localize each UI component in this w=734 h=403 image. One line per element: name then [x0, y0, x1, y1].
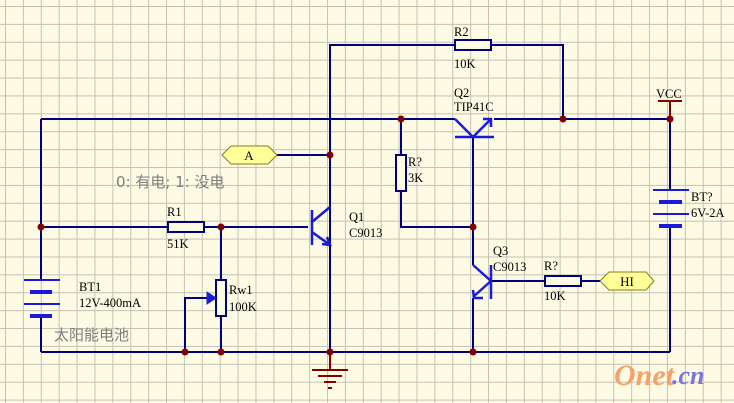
bt1-designator: BT1 [79, 280, 101, 294]
r3-value: 3K [408, 171, 423, 185]
watermark-cn: .cn [672, 361, 705, 390]
wire-r2-right [491, 44, 564, 119]
wire-r3-bottom [400, 191, 473, 228]
r4-value: 10K [544, 289, 566, 303]
junction-dot [37, 223, 45, 231]
junction-dot [326, 348, 334, 356]
port-hi[interactable]: HI [599, 271, 655, 291]
ground-icon [312, 352, 348, 389]
resistor-r4[interactable] [544, 275, 582, 287]
port-hi-label: HI [620, 274, 634, 289]
junction-dot [217, 348, 225, 356]
r4-designator: R? [544, 259, 558, 273]
bt2-designator: BT? [691, 190, 713, 204]
bt2-value: 6V-2A [691, 206, 725, 220]
q3-designator: Q3 [493, 244, 508, 258]
vcc-label: VCC [656, 87, 682, 101]
watermark-onet: Onet [614, 359, 676, 392]
battery-bt2[interactable] [653, 189, 689, 228]
potentiometer-rw1[interactable] [215, 279, 227, 317]
junction-dot [217, 223, 225, 231]
transistor-q2[interactable] [454, 117, 494, 139]
bt1-value: 12V-400mA [79, 296, 141, 310]
junction-dot [181, 348, 189, 356]
junction-dot [666, 115, 674, 123]
junction-dot [326, 151, 334, 159]
battery-bt1[interactable] [24, 279, 60, 318]
transistor-q1[interactable] [310, 206, 332, 247]
port-a-label: A [244, 148, 254, 163]
bt1-note: 太阳能电池 [54, 326, 129, 344]
q1-value: C9013 [349, 226, 382, 240]
r2-value: 10K [454, 57, 476, 71]
resistor-r2[interactable] [454, 39, 492, 51]
q3-value: C9013 [493, 260, 526, 274]
junction-dot [469, 223, 477, 231]
status-annotation: 0: 有电; 1: 没电 [116, 173, 225, 191]
q1-designator: Q1 [349, 210, 364, 224]
rw1-wiper-arrow-icon [206, 291, 217, 305]
wire-r2-left [329, 44, 455, 352]
r1-designator: R1 [167, 205, 182, 219]
port-a[interactable]: A [221, 145, 278, 165]
resistor-r3[interactable] [395, 154, 407, 192]
rw1-designator: Rw1 [229, 283, 253, 297]
junctions [37, 115, 674, 356]
junction-dot [559, 115, 567, 123]
transistor-q3[interactable] [471, 264, 493, 300]
rw1-value: 100K [229, 300, 257, 314]
r2-designator: R2 [454, 25, 469, 39]
r3-designator: R? [408, 155, 422, 169]
junction-dot [397, 115, 405, 123]
wire-rw1-wiper [184, 297, 207, 352]
junction-dot [469, 348, 477, 356]
q2-designator: Q2 [454, 86, 469, 100]
q2-value: TIP41C [454, 100, 494, 114]
resistor-r1[interactable] [167, 221, 205, 233]
r1-value: 51K [167, 237, 189, 251]
